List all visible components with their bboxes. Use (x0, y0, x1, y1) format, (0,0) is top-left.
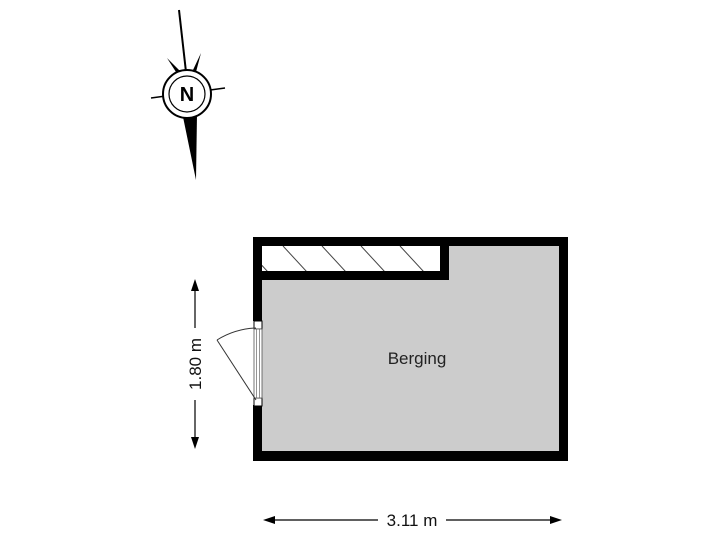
height-dimension: 1.80 m (186, 279, 205, 449)
room-label-berging: Berging (388, 349, 447, 368)
compass-north-label: N (180, 84, 194, 106)
north-arrow-icon: N (150, 9, 226, 180)
hatched-shelf (262, 246, 440, 271)
width-dimension: 3.11 m (263, 511, 562, 530)
height-dimension-label: 1.80 m (186, 338, 205, 390)
room-berging-floor (262, 246, 559, 451)
walls (253, 237, 568, 461)
width-dimension-label: 3.11 m (387, 511, 438, 530)
door (216, 320, 263, 407)
